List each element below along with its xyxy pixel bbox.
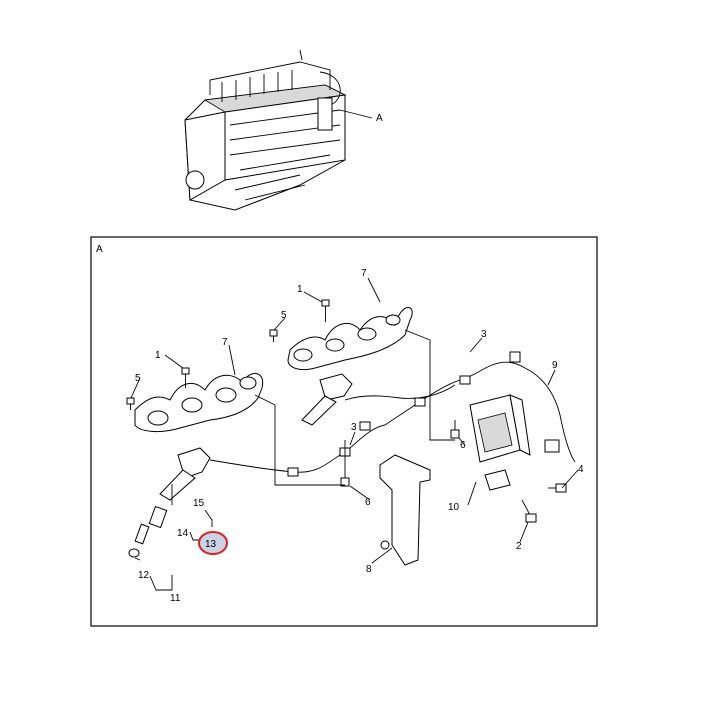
callout-4: 4 [578, 464, 584, 475]
callout-14: 14 [177, 528, 189, 539]
coil-bracket-left [134, 373, 264, 433]
callout-11: 11 [170, 593, 181, 604]
leader-lines [130, 277, 579, 591]
callout-3-right: 3 [481, 329, 487, 340]
callout-15: 15 [193, 498, 205, 509]
ignition-coil-right [301, 373, 353, 426]
callout-6-right: 6 [460, 440, 466, 451]
highlighted-callout-13[interactable]: 13 [198, 531, 228, 555]
detail-callout-a: A [376, 113, 383, 124]
engine-overview: A [184, 49, 383, 211]
frame-label: A [96, 244, 103, 255]
ignition-coil-left [128, 447, 211, 558]
callout-1-right: 1 [297, 284, 303, 295]
callout-10: 10 [448, 502, 460, 513]
callout-5-right: 5 [281, 310, 287, 321]
callout-3-left: 3 [351, 422, 357, 433]
callout-1: 1 [155, 350, 161, 361]
mounting-bracket [379, 454, 431, 566]
callout-5-left: 5 [135, 373, 141, 384]
detail-frame [90, 236, 598, 627]
ignition-control-module [469, 394, 567, 523]
callout-2: 2 [516, 541, 522, 552]
callout-8: 8 [366, 564, 372, 575]
wiring-harness [209, 351, 576, 487]
highlight-ring [198, 531, 228, 555]
callout-7-right: 7 [361, 268, 367, 279]
callout-labels: 1 5 7 1 5 7 3 3 9 4 6 6 10 2 8 15 14 12 … [135, 268, 584, 604]
callout-12: 12 [138, 570, 150, 581]
coil-bracket-right [287, 307, 413, 371]
callout-6-left: 6 [365, 497, 371, 508]
callout-9: 9 [552, 360, 558, 371]
bolts [126, 299, 330, 410]
callout-13: 13 [205, 539, 217, 550]
callout-7-left: 7 [222, 337, 228, 348]
